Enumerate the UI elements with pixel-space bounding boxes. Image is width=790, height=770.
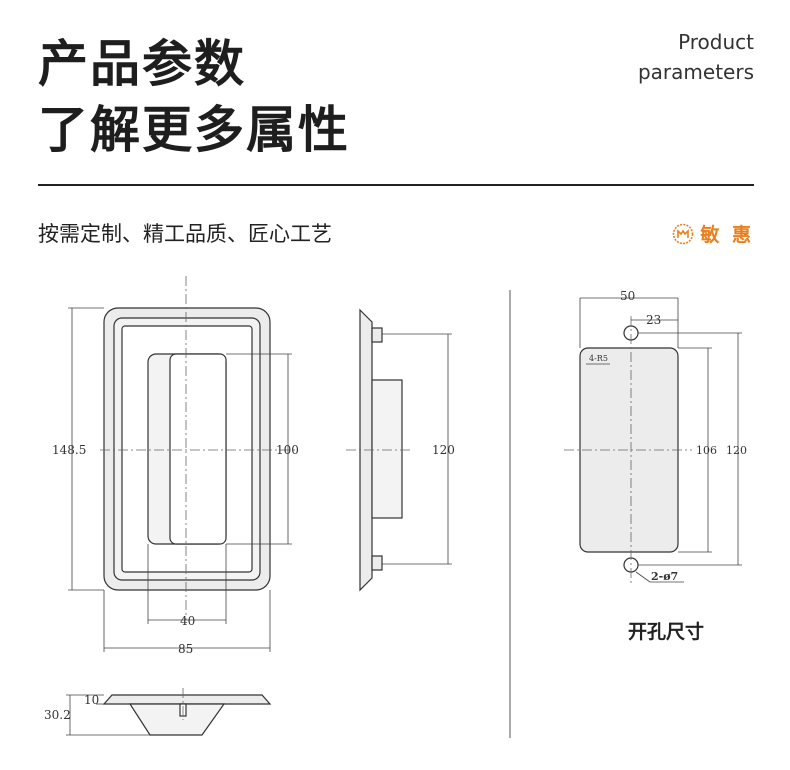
bottom-body bbox=[128, 703, 226, 736]
title-line-1: 产品参数 bbox=[38, 35, 246, 93]
dim-label-hole-offset: 23 bbox=[646, 313, 661, 327]
dim-label-total-depth: 30.2 bbox=[44, 708, 71, 722]
side-top-screw bbox=[371, 327, 383, 343]
side-body bbox=[371, 379, 403, 519]
dim-label-depth: 10 bbox=[84, 693, 99, 707]
brand-logo-icon bbox=[673, 223, 694, 244]
dim-label-corner: 4-R5 bbox=[589, 354, 608, 363]
dim-label-hole-spacing: 120 bbox=[726, 444, 747, 457]
bottom-view: 10 30.2 bbox=[44, 688, 272, 736]
dim-label-cutout-width: 50 bbox=[620, 289, 635, 303]
front-view: 148.5 100 40 85 bbox=[52, 276, 299, 656]
brand: 敏 惠 bbox=[672, 220, 754, 247]
title-english-line-2: parameters bbox=[637, 60, 754, 84]
title-english-line-1: Product bbox=[678, 30, 754, 54]
dim-label-inner-width: 40 bbox=[180, 614, 195, 628]
front-handle bbox=[169, 353, 227, 545]
dim-label-cutout-height: 106 bbox=[696, 444, 717, 457]
cutout-view: 50 23 4-R5 106 120 2-ø7 bbox=[564, 289, 747, 586]
side-bottom-screw bbox=[371, 555, 383, 571]
cutout-caption: 开孔尺寸 bbox=[628, 621, 705, 643]
dim-label-hole: 2-ø7 bbox=[651, 570, 678, 583]
title-line-2: 了解更多属性 bbox=[38, 101, 350, 159]
dim-label-side-height: 120 bbox=[432, 443, 455, 457]
brand-name: 敏 惠 bbox=[700, 224, 754, 246]
side-view: 120 bbox=[346, 308, 455, 592]
header-divider bbox=[38, 184, 754, 186]
dim-label-inner-height: 100 bbox=[276, 443, 299, 457]
dim-label-width: 85 bbox=[178, 642, 193, 656]
subtitle: 按需定制、精工品质、匠心工艺 bbox=[38, 222, 332, 246]
bottom-plate bbox=[102, 694, 272, 705]
dim-label-front-height: 148.5 bbox=[52, 443, 86, 457]
